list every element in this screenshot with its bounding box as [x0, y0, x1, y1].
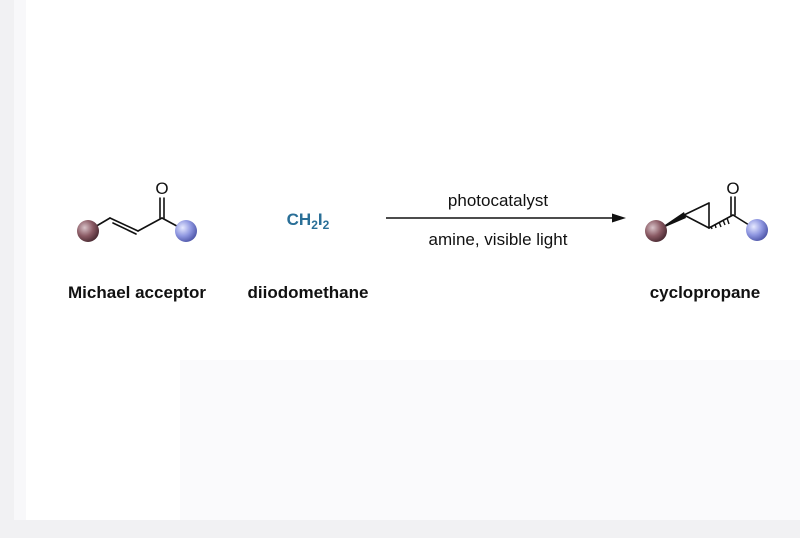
formula-subscript-2: 2	[323, 218, 330, 232]
formula-subscript-1: 2	[311, 218, 318, 232]
formula-i: I	[318, 210, 323, 229]
substituent-sphere-left	[77, 220, 99, 242]
bond	[708, 214, 734, 229]
ring-bond	[683, 214, 710, 229]
cyclopropane-structure: O	[645, 179, 768, 242]
oxygen-atom-label: O	[726, 179, 739, 198]
reaction-arrow	[386, 213, 626, 223]
michael-acceptor-structure: O	[77, 179, 197, 242]
double-bond-inner	[112, 222, 137, 235]
substituent-sphere-left	[645, 220, 667, 242]
diiodomethane-formula: CH2I2	[287, 210, 330, 232]
arrow-condition-below: amine, visible light	[429, 230, 568, 249]
substituent-sphere-right	[746, 219, 768, 241]
ring-bond	[683, 202, 710, 216]
double-bond	[109, 217, 139, 232]
cyclopropane-label: cyclopropane	[650, 283, 761, 302]
michael-acceptor-label: Michael acceptor	[68, 283, 206, 302]
formula-ch: CH	[287, 210, 312, 229]
hashed-bond	[710, 217, 730, 230]
arrow-condition-above: photocatalyst	[448, 191, 548, 210]
arrow-head-icon	[612, 213, 626, 223]
bond	[137, 217, 163, 232]
diiodomethane-label: diiodomethane	[248, 283, 369, 302]
substituent-sphere-right	[175, 220, 197, 242]
oxygen-atom-label: O	[155, 179, 168, 198]
